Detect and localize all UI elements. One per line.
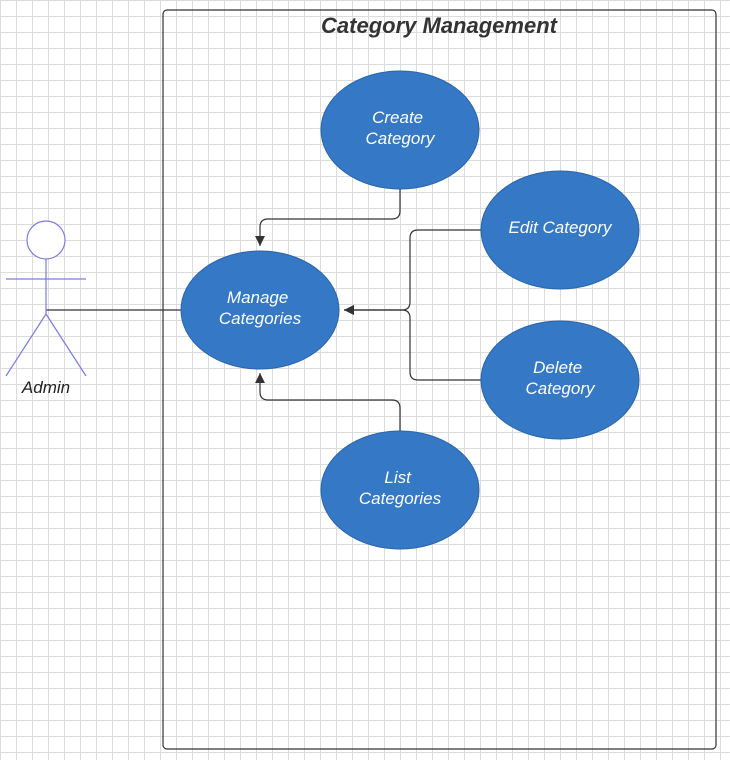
- use-case-label: Manage Categories: [219, 288, 302, 328]
- use-case-label-line: Categories: [219, 309, 302, 328]
- actor-head: [26, 220, 66, 260]
- use-case-create-category[interactable]: Create Category: [320, 70, 480, 190]
- use-case-label-line: Category: [526, 379, 596, 398]
- connector-delete-to-manage[interactable]: [344, 305, 481, 381]
- use-case-manage-categories[interactable]: Manage Categories: [180, 250, 340, 370]
- use-case-label-line: Manage: [227, 288, 288, 307]
- use-case-label: Edit Category: [509, 218, 613, 237]
- connector-edit-to-manage[interactable]: [344, 229, 481, 315]
- use-case-ellipse[interactable]: [320, 430, 480, 550]
- use-case-delete-category[interactable]: Delete Category: [480, 320, 640, 440]
- actor-right-leg: [45, 313, 87, 377]
- use-case-label: List Categories: [359, 468, 442, 508]
- use-case-label-line: List: [384, 468, 412, 487]
- use-case-label: Create Category: [366, 108, 436, 148]
- system-boundary-frame[interactable]: [162, 9, 717, 750]
- actor-admin[interactable]: Admin: [5, 220, 87, 397]
- use-case-ellipse[interactable]: [480, 320, 640, 440]
- use-case-ellipse[interactable]: [320, 70, 480, 190]
- system-title: Category Management: [321, 13, 559, 38]
- use-case-ellipse[interactable]: [180, 250, 340, 370]
- connectors: [46, 189, 481, 431]
- use-case-label-line: Create: [372, 108, 423, 127]
- use-case-label-line: Categories: [359, 489, 442, 508]
- use-case-label: Delete Category: [526, 358, 596, 398]
- use-case-label-line: Edit Category: [509, 218, 613, 237]
- use-case-label-line: Delete: [533, 358, 582, 377]
- system-boundary[interactable]: Category Management: [162, 9, 717, 750]
- actor-label: Admin: [21, 378, 70, 397]
- connector-create-to-manage[interactable]: [255, 189, 401, 246]
- use-case-edit-category[interactable]: Edit Category: [480, 170, 640, 290]
- actor-left-leg: [5, 313, 47, 377]
- use-case-ellipse[interactable]: [480, 170, 640, 290]
- use-case-label-line: Category: [366, 129, 436, 148]
- connector-list-to-manage[interactable]: [255, 373, 401, 431]
- use-case-list-categories[interactable]: List Categories: [320, 430, 480, 550]
